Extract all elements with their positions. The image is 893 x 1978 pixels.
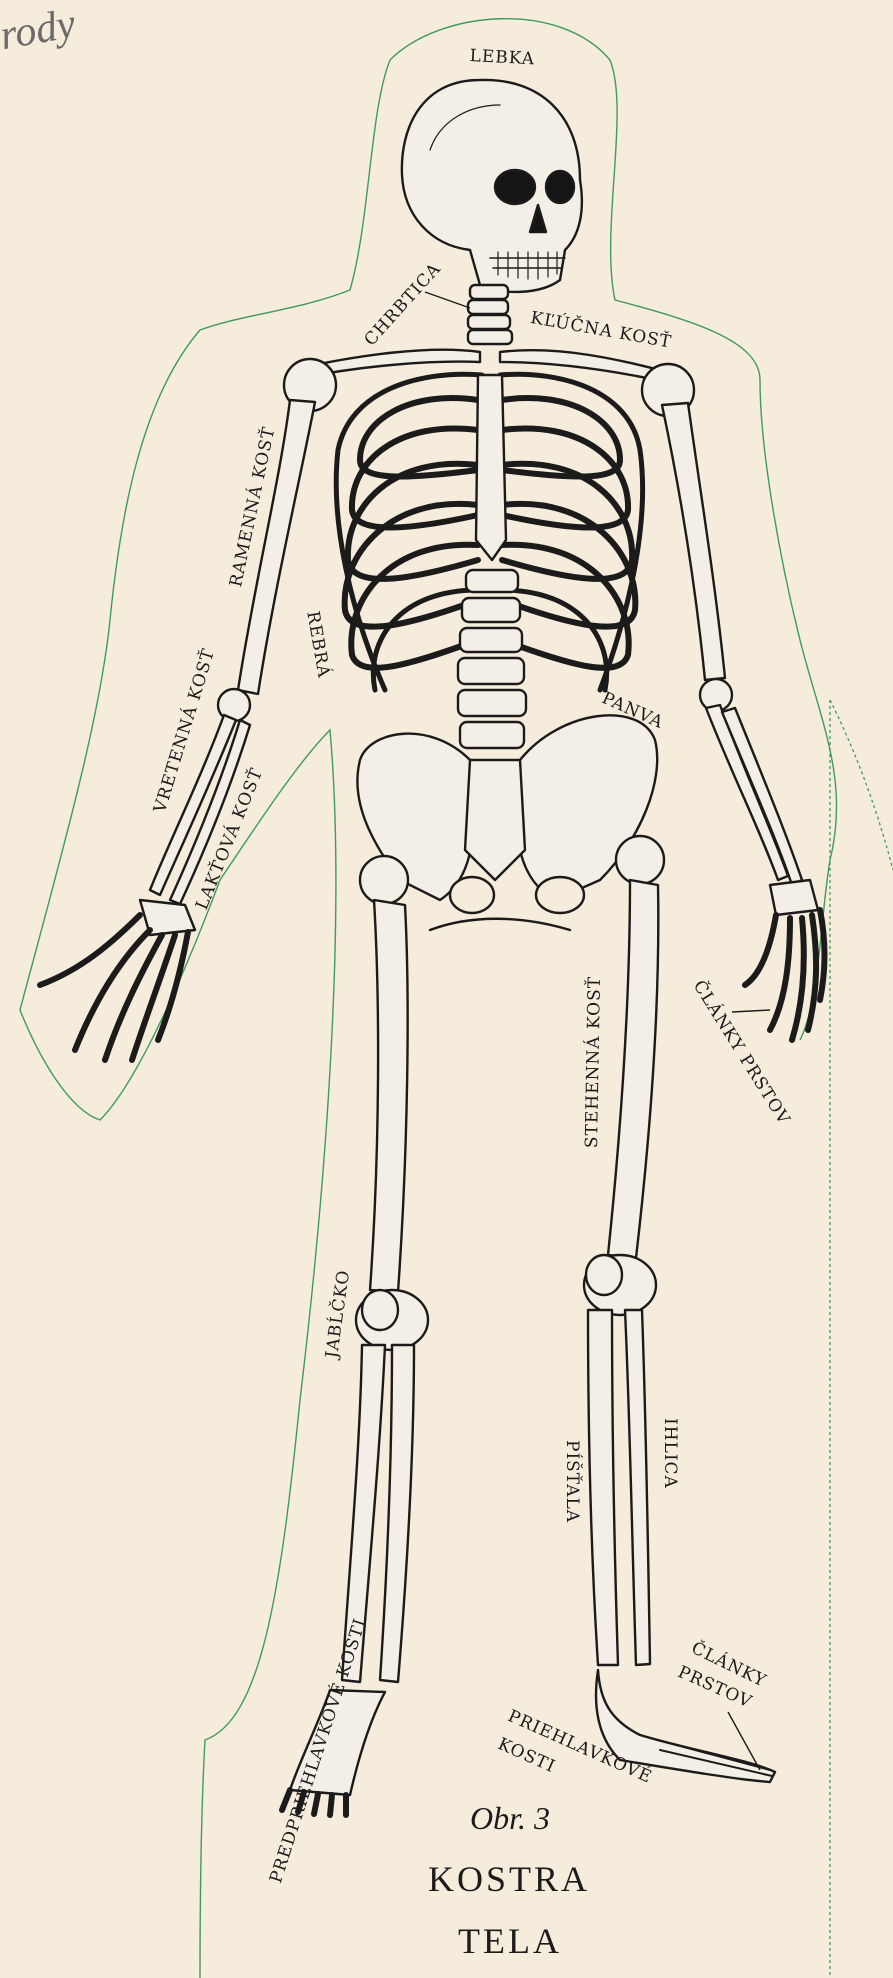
leader-chrbtica — [425, 292, 470, 308]
figure-title-line-2: TELA — [458, 1920, 562, 1962]
label-pistala: PÍŠŤALA — [563, 1440, 580, 1523]
cervical-spine — [468, 285, 512, 344]
lumbar-spine — [458, 570, 526, 748]
left-leg — [282, 856, 428, 1815]
cut-outline-dashed-edge — [830, 700, 893, 870]
label-lebka: LEBKA — [469, 48, 535, 68]
figure-number: Obr. 3 — [470, 1800, 550, 1837]
leader-clanky-hand — [732, 1010, 770, 1012]
figure-title-line-1: KOSTRA — [428, 1858, 590, 1900]
right-leg — [584, 836, 775, 1782]
right-arm — [642, 364, 825, 1040]
sternum — [476, 375, 506, 560]
label-stehenna-kost: STEHENNÁ KOSŤ — [584, 976, 604, 1149]
label-ihlica: IHLICA — [661, 1418, 678, 1489]
